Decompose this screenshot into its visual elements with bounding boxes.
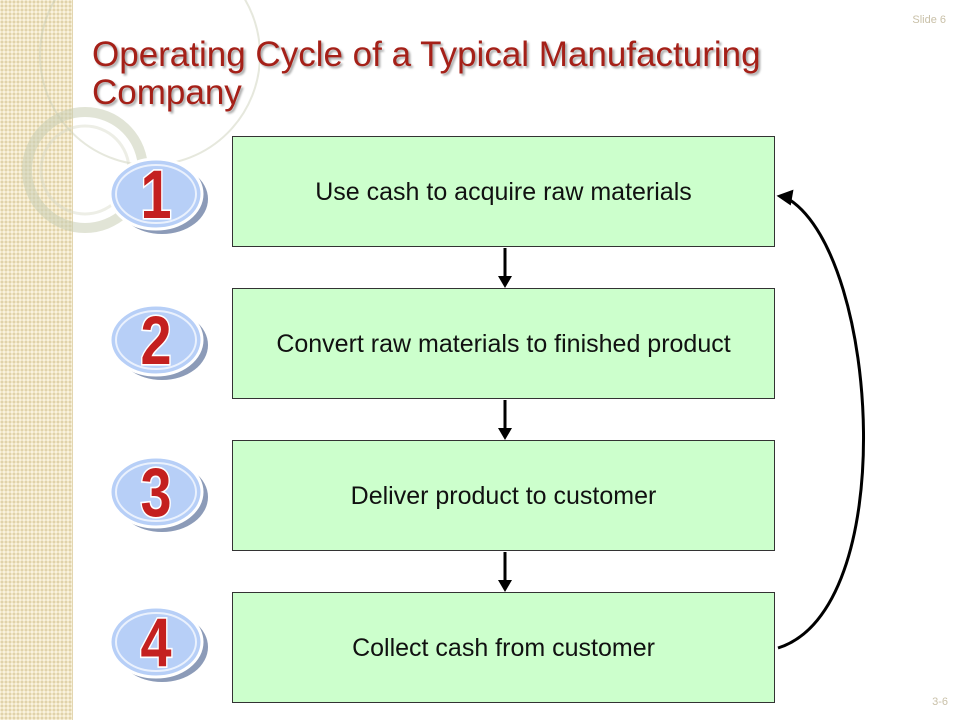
down-arrow-icon xyxy=(498,248,512,288)
step-label: Convert raw materials to finished produc… xyxy=(276,329,731,358)
curved-return-arrow-icon xyxy=(776,189,865,650)
slide-number: Slide 6 xyxy=(912,14,946,26)
step-box-convert-materials: Convert raw materials to finished produc… xyxy=(232,288,775,399)
page-reference: 3-6 xyxy=(932,696,948,708)
step-label: Collect cash from customer xyxy=(352,633,655,662)
step-box-acquire-materials: Use cash to acquire raw materials xyxy=(232,136,775,247)
down-arrow-icon xyxy=(498,552,512,592)
step-label: Deliver product to customer xyxy=(350,481,657,510)
number-badge-3-icon: 3 xyxy=(108,455,208,533)
number-badge-4-icon: 4 xyxy=(108,605,208,683)
step-box-deliver-product: Deliver product to customer xyxy=(232,440,775,551)
step-label: Use cash to acquire raw materials xyxy=(315,177,692,206)
number-badge-2-icon: 2 xyxy=(108,303,208,381)
badge-number: 2 xyxy=(140,304,171,380)
badge-number: 4 xyxy=(140,606,171,682)
slide-title: Operating Cycle of a Typical Manufacturi… xyxy=(92,35,761,112)
badge-number: 3 xyxy=(140,456,171,532)
badge-number: 1 xyxy=(140,158,171,234)
number-badge-1-icon: 1 xyxy=(108,157,208,235)
down-arrow-icon xyxy=(498,400,512,440)
step-box-collect-cash: Collect cash from customer xyxy=(232,592,775,703)
